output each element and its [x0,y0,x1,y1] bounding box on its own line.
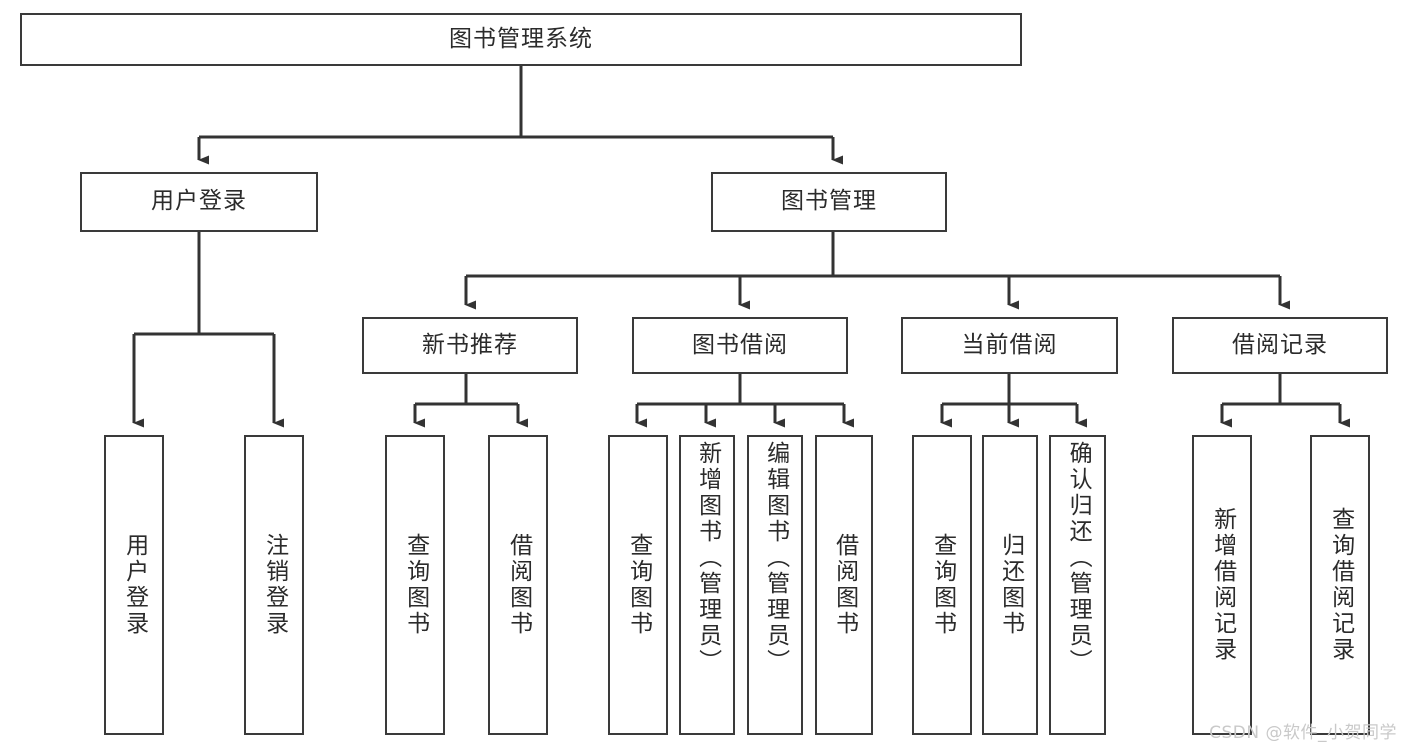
node-user-login-label: 用户登录 [151,188,247,215]
node-leaf-query-book-2[interactable]: 查询图书 [608,435,668,735]
node-leaf-user-login[interactable]: 用户登录 [104,435,164,735]
node-leaf-add-record-label: 新增借阅记录 [1209,507,1236,663]
node-leaf-confirm-return-label: 确认归还（管理员） [1065,441,1092,675]
node-leaf-query-record-label: 查询借阅记录 [1327,507,1354,663]
node-leaf-edit-book[interactable]: 编辑图书（管理员） [747,435,803,735]
node-book-manage-label: 图书管理 [781,188,877,215]
node-root[interactable]: 图书管理系统 [20,13,1022,66]
node-leaf-add-record[interactable]: 新增借阅记录 [1192,435,1252,735]
node-leaf-borrow-book-2-label: 借阅图书 [831,533,858,637]
node-leaf-add-book-label: 新增图书（管理员） [694,441,721,675]
node-new-book-rec-label: 新书推荐 [422,331,518,358]
node-leaf-user-logout-label: 注销登录 [261,533,288,637]
node-leaf-user-login-label: 用户登录 [121,533,148,637]
node-leaf-edit-book-label: 编辑图书（管理员） [762,441,789,675]
node-book-manage[interactable]: 图书管理 [711,172,947,232]
node-leaf-query-book-1[interactable]: 查询图书 [385,435,445,735]
node-leaf-return-book[interactable]: 归还图书 [982,435,1038,735]
node-leaf-query-record[interactable]: 查询借阅记录 [1310,435,1370,735]
csdn-watermark: CSDN @软件_小贺同学 [1209,723,1397,743]
node-leaf-borrow-book-2[interactable]: 借阅图书 [815,435,873,735]
node-leaf-borrow-book-1[interactable]: 借阅图书 [488,435,548,735]
node-user-login[interactable]: 用户登录 [80,172,318,232]
node-new-book-rec[interactable]: 新书推荐 [362,317,578,374]
node-leaf-query-book-3[interactable]: 查询图书 [912,435,972,735]
node-current-borrow-label: 当前借阅 [961,331,1058,358]
node-leaf-query-book-1-label: 查询图书 [402,533,429,637]
node-leaf-return-book-label: 归还图书 [997,533,1024,637]
node-leaf-user-logout[interactable]: 注销登录 [244,435,304,735]
node-current-borrow[interactable]: 当前借阅 [901,317,1118,374]
node-book-borrow[interactable]: 图书借阅 [632,317,848,374]
node-borrow-record-label: 借阅记录 [1232,331,1328,358]
node-leaf-confirm-return[interactable]: 确认归还（管理员） [1049,435,1106,735]
node-leaf-borrow-book-1-label: 借阅图书 [505,533,532,637]
node-leaf-add-book[interactable]: 新增图书（管理员） [679,435,735,735]
node-borrow-record[interactable]: 借阅记录 [1172,317,1388,374]
node-leaf-query-book-3-label: 查询图书 [929,533,956,637]
node-root-label: 图书管理系统 [449,25,593,52]
node-book-borrow-label: 图书借阅 [692,331,788,358]
node-leaf-query-book-2-label: 查询图书 [625,533,652,637]
